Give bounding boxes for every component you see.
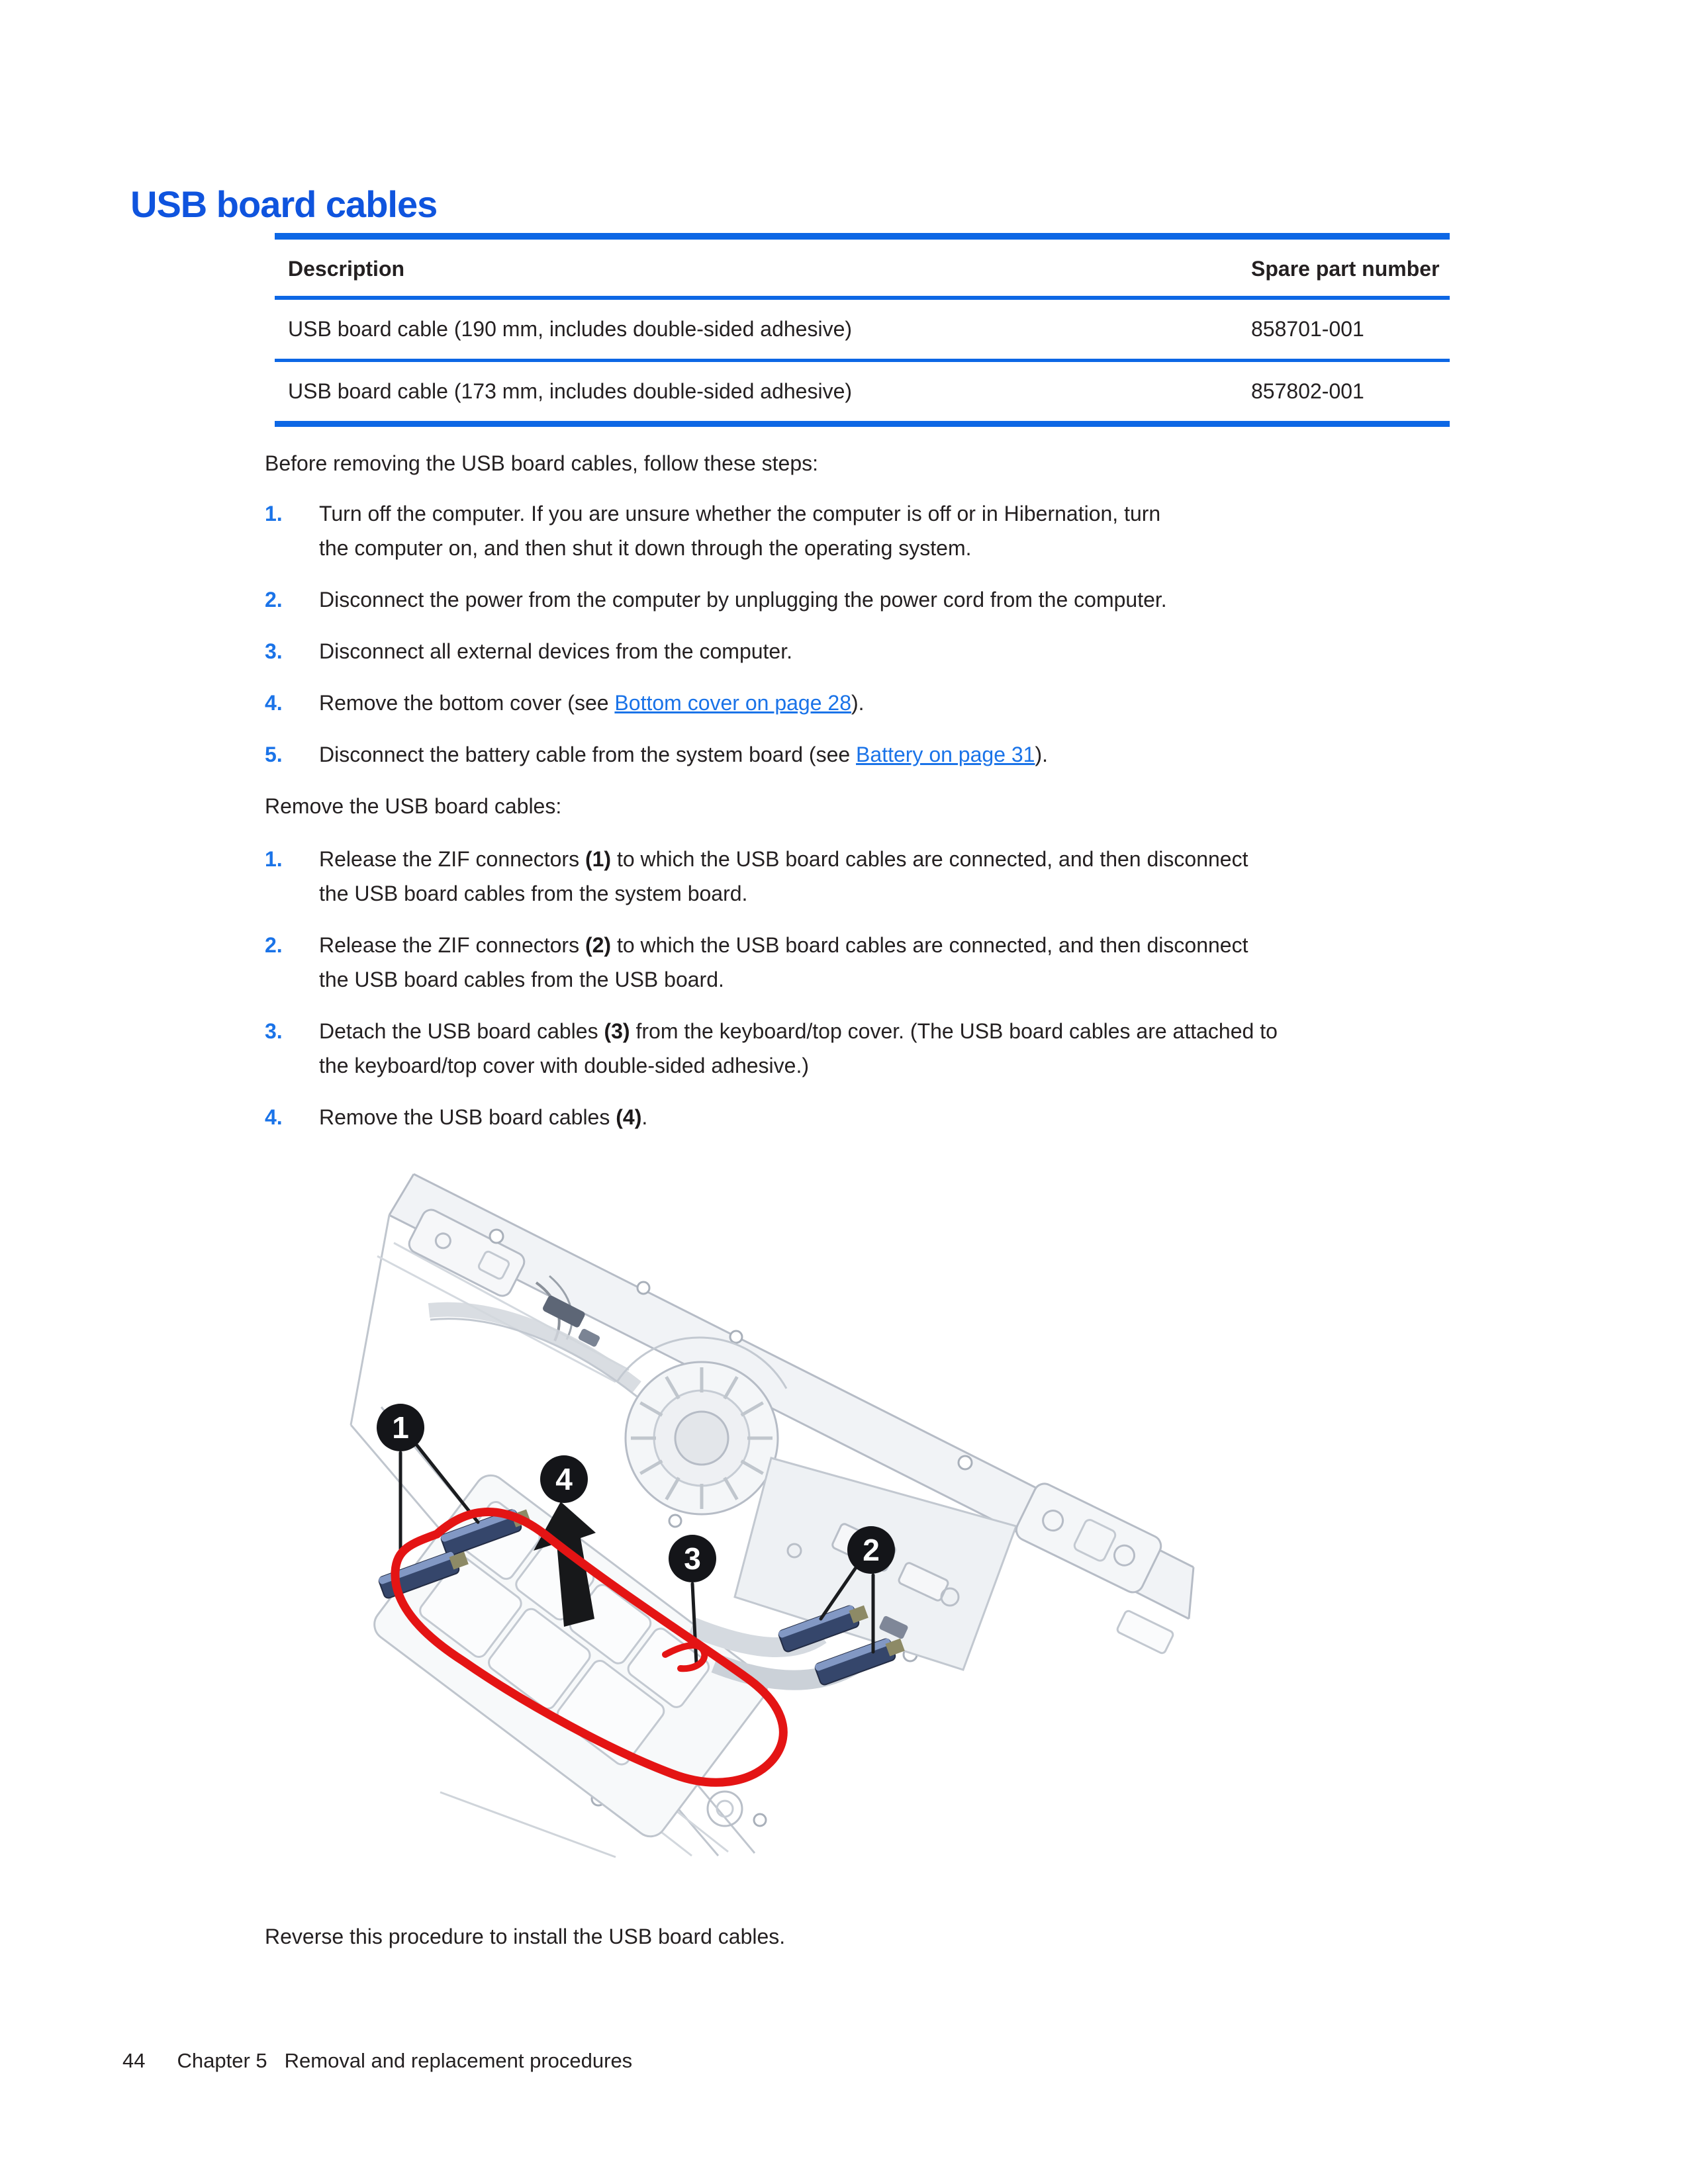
cooling-fan: [428, 1302, 788, 1516]
footer-section: Removal and replacement procedures: [284, 2049, 633, 2072]
table-header-row: Description Spare part number: [275, 240, 1450, 296]
callout-reference: (2): [585, 933, 612, 957]
usb-board-cables-figure: 1 4 3 2: [331, 1163, 1198, 1858]
text-segment: ).: [1035, 743, 1049, 766]
footer-chapter: Chapter 5: [177, 2049, 267, 2072]
text-segment: to which the USB board cables are connec…: [611, 933, 1248, 957]
step-text: Turn off the computer. If you are unsure…: [319, 496, 1440, 565]
text-segment: the computer on, and then shut it down t…: [319, 536, 972, 560]
prep-step-4: 4. Remove the bottom cover (see Bottom c…: [265, 686, 1440, 720]
text-segment: to which the USB board cables are connec…: [611, 847, 1248, 871]
text-segment: the USB board cables from the USB board.: [319, 968, 724, 991]
callout-2-badge: 2: [847, 1526, 895, 1574]
removal-step-3: 3. Detach the USB board cables (3) from …: [265, 1014, 1440, 1083]
removal-step-1: 1. Release the ZIF connectors (1) to whi…: [265, 842, 1440, 911]
step-number: 1.: [265, 847, 283, 871]
svg-text:4: 4: [555, 1462, 573, 1496]
text-segment: from the keyboard/top cover. (The USB bo…: [630, 1019, 1278, 1043]
prep-lead-paragraph: Before removing the USB board cables, fo…: [265, 451, 818, 475]
side-port-outline: [1116, 1610, 1174, 1655]
svg-text:1: 1: [392, 1410, 409, 1445]
prep-step-3: 3. Disconnect all external devices from …: [265, 634, 1440, 668]
page-number: 44: [122, 2049, 146, 2072]
text-segment: Release the ZIF connectors: [319, 847, 585, 871]
right-hinge-bracket: [1015, 1482, 1162, 1594]
step-number: 2.: [265, 933, 283, 957]
step-number: 1.: [265, 502, 283, 525]
part-description: USB board cable (190 mm, includes double…: [288, 317, 853, 341]
table-rule-top: [275, 233, 1450, 240]
table-rule: [275, 296, 1450, 300]
procedure-content: Before removing the USB board cables, fo…: [265, 446, 1440, 1152]
removal-step-2: 2. Release the ZIF connectors (2) to whi…: [265, 928, 1440, 997]
step-text: Detach the USB board cables (3) from the…: [319, 1014, 1440, 1083]
part-number: 858701-001: [1251, 317, 1364, 341]
step-text: Remove the USB board cables (4).: [319, 1100, 1440, 1134]
step-number: 4.: [265, 1105, 283, 1129]
table-row: USB board cable (190 mm, includes double…: [275, 300, 1450, 359]
callout-reference: (4): [616, 1105, 642, 1129]
cross-reference-link[interactable]: Battery on page 31: [856, 743, 1035, 766]
callout-reference: (1): [585, 847, 612, 871]
callout-3-badge: 3: [669, 1535, 716, 1582]
prep-step-2: 2. Disconnect the power from the compute…: [265, 582, 1440, 617]
page-title: USB board cables: [130, 183, 438, 225]
text-segment: Disconnect the battery cable from the sy…: [319, 743, 857, 766]
step-text: Release the ZIF connectors (2) to which …: [319, 928, 1440, 997]
text-segment: Turn off the computer. If you are unsure…: [319, 502, 1161, 525]
text-segment: Release the ZIF connectors: [319, 933, 585, 957]
callout-reference: (3): [604, 1019, 630, 1043]
text-segment: Remove the USB board cables: [319, 1105, 616, 1129]
step-text: Release the ZIF connectors (1) to which …: [319, 842, 1440, 911]
zif-connector-2a: [778, 1605, 868, 1653]
text-segment: the USB board cables from the system boa…: [319, 882, 748, 905]
step-number: 4.: [265, 691, 283, 715]
step-text: Remove the bottom cover (see Bottom cove…: [319, 686, 1440, 720]
step-number: 3.: [265, 1019, 283, 1043]
part-number: 857802-001: [1251, 379, 1364, 403]
step-number: 5.: [265, 743, 283, 766]
step-text: Disconnect all external devices from the…: [319, 634, 1440, 668]
part-description: USB board cable (173 mm, includes double…: [288, 379, 853, 403]
removal-step-4: 4. Remove the USB board cables (4).: [265, 1100, 1440, 1134]
text-segment: .: [641, 1105, 648, 1129]
table-row: USB board cable (173 mm, includes double…: [275, 362, 1450, 421]
step-number: 2.: [265, 588, 283, 612]
text-segment: Disconnect all external devices from the…: [319, 639, 792, 663]
cross-reference-link[interactable]: Bottom cover on page 28: [614, 691, 851, 715]
page-footer: 44 Chapter 5 Removal and replacement pro…: [122, 2049, 632, 2073]
step-text: Disconnect the battery cable from the sy…: [319, 737, 1440, 772]
closing-note: Reverse this procedure to install the US…: [265, 1925, 786, 1948]
table-rule: [275, 359, 1450, 362]
text-segment: the keyboard/top cover with double-sided…: [319, 1054, 809, 1077]
text-segment: Disconnect the power from the computer b…: [319, 588, 1167, 612]
prep-step-1: 1. Turn off the computer. If you are uns…: [265, 496, 1440, 565]
svg-text:2: 2: [863, 1533, 880, 1567]
removal-lead-paragraph: Remove the USB board cables:: [265, 794, 562, 818]
text-segment: ).: [851, 691, 865, 715]
prep-step-5: 5. Disconnect the battery cable from the…: [265, 737, 1440, 772]
text-segment: Detach the USB board cables: [319, 1019, 604, 1043]
column-header-spare-part-number: Spare part number: [1251, 257, 1440, 281]
svg-text:3: 3: [684, 1541, 701, 1576]
table-rule-bottom: [275, 421, 1450, 427]
zif-connector-2b: [814, 1638, 905, 1686]
spare-parts-table: Description Spare part number USB board …: [275, 233, 1450, 427]
callout-4-badge: 4: [540, 1455, 588, 1503]
text-segment: Remove the bottom cover (see: [319, 691, 615, 715]
red-annotation-loop: [391, 1508, 788, 1787]
callout-1-badge: 1: [377, 1404, 424, 1451]
column-header-description: Description: [288, 257, 405, 281]
step-text: Disconnect the power from the computer b…: [319, 582, 1440, 617]
step-number: 3.: [265, 639, 283, 663]
callout-leader-lines: [399, 1443, 875, 1666]
